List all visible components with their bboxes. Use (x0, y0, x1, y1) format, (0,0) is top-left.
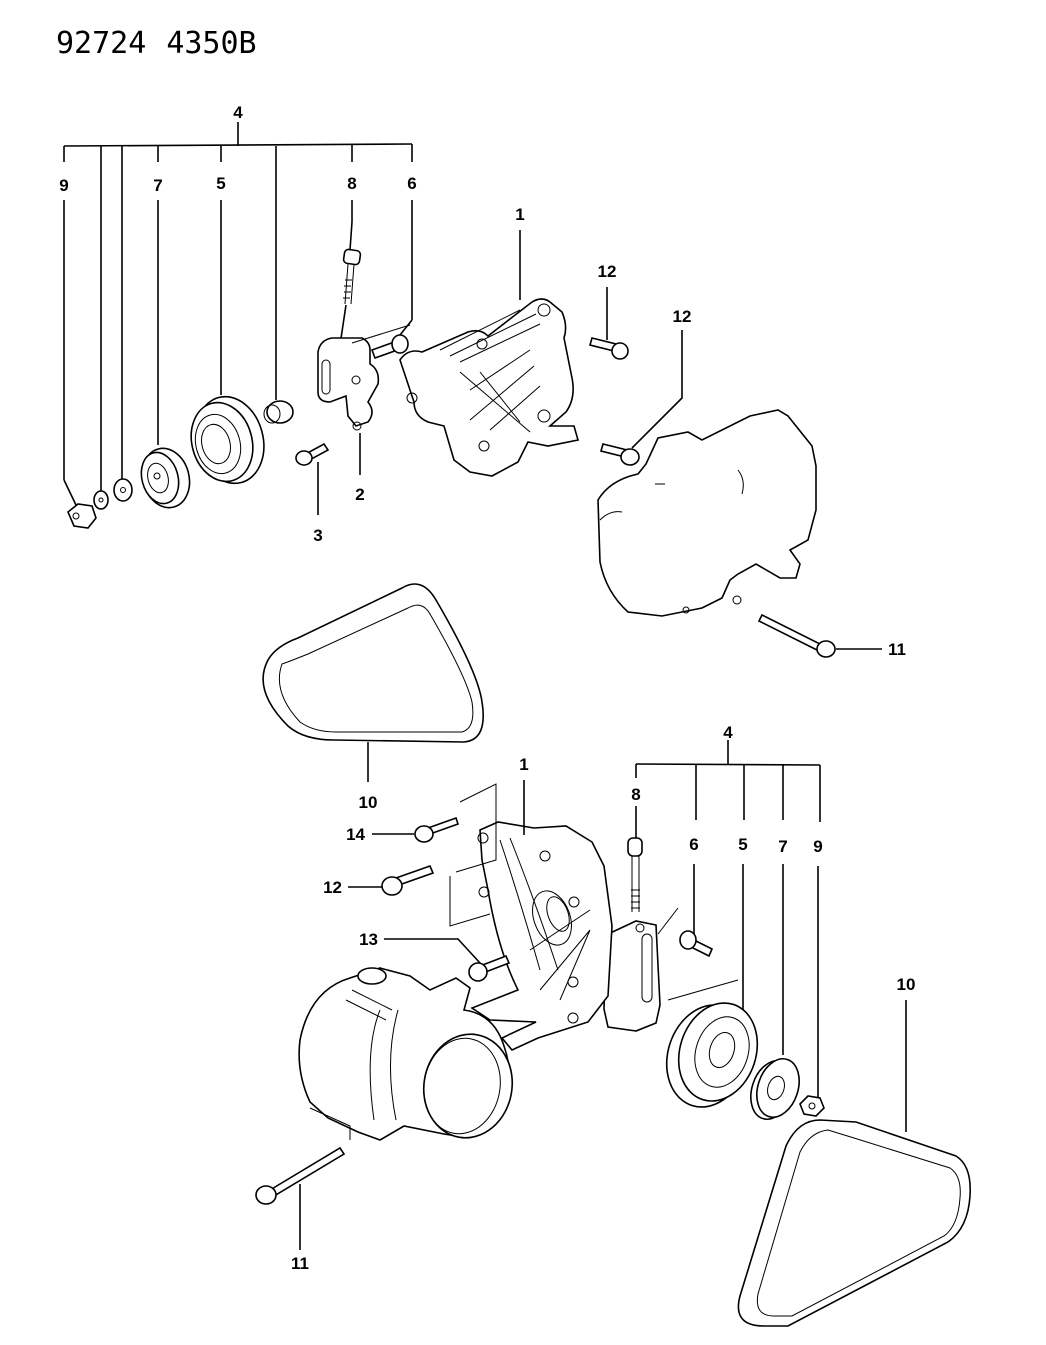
bolt-3-icon (295, 442, 330, 515)
tensioner-pulley-5-lower-icon (665, 1002, 759, 1108)
bolt-6-icon (370, 334, 409, 360)
nut-9-lower-icon (799, 1095, 825, 1117)
upper-callout-11: 11 (888, 640, 906, 659)
bolt-12b-icon (600, 330, 683, 466)
upper-callout-12a: 12 (598, 262, 617, 281)
bolt-12a-icon (589, 287, 629, 360)
upper-assembly: 4 9 7 5 8 6 (59, 103, 906, 812)
diagram-code: 92724 4350B (56, 26, 277, 61)
ac-compressor-lower-icon (298, 967, 514, 1141)
idler-pulley-7-icon (140, 447, 191, 509)
lower-callout-13: 13 (359, 930, 378, 949)
lower-group4-bracket (635, 740, 821, 1102)
upper-callout-6: 6 (407, 174, 416, 193)
upper-callout-7: 7 (153, 176, 162, 195)
bolt-12-lower-icon (348, 864, 435, 896)
upper-callout-8: 8 (347, 174, 356, 193)
bolt-11-lower-icon (255, 1146, 346, 1250)
diagram-code-right: 4350B (166, 26, 257, 61)
lower-assembly: 4 8 6 5 7 9 (255, 723, 972, 1327)
bolt-8-icon (339, 221, 362, 346)
lower-callout-5: 5 (738, 835, 747, 854)
upper-callout-1: 1 (515, 205, 524, 224)
compressor-bracket-1-lower-icon (449, 780, 613, 1051)
drive-belt-10-upper-icon (262, 583, 484, 782)
ac-compressor-icon (597, 409, 817, 617)
upper-callout-4: 4 (233, 103, 243, 122)
diagram-code-left: 92724 (56, 26, 147, 61)
upper-callout-9: 9 (59, 176, 68, 195)
lower-callout-1: 1 (519, 755, 528, 774)
washer-icon (93, 490, 109, 510)
compressor-bracket-1-icon (399, 230, 580, 477)
bolt-14-icon (372, 816, 460, 843)
lower-callout-7: 7 (778, 837, 787, 856)
upper-callout-10: 10 (359, 793, 378, 812)
lower-callout-14: 14 (346, 825, 365, 844)
collar-icon (263, 400, 294, 424)
lower-callout-10: 10 (897, 975, 916, 994)
bolt-13-icon (384, 938, 511, 982)
nut-9-icon (67, 503, 97, 529)
lower-callout-4: 4 (723, 723, 733, 742)
spacer-icon (113, 478, 133, 502)
lower-callout-9: 9 (813, 837, 822, 856)
lower-callout-12: 12 (323, 878, 342, 897)
lower-callout-6: 6 (689, 835, 698, 854)
upper-callout-3: 3 (313, 526, 322, 545)
upper-callout-12b: 12 (673, 307, 692, 326)
bolt-11-upper-icon (757, 613, 882, 658)
adjuster-bracket-2-icon (317, 324, 411, 475)
upper-callout-5: 5 (216, 174, 225, 193)
lower-callout-11: 11 (291, 1254, 309, 1273)
adjuster-block-icon (603, 920, 661, 1032)
upper-callout-2: 2 (355, 485, 364, 504)
bolt-6-lower-icon (657, 907, 739, 1001)
drive-belt-10-lower-icon (737, 1000, 972, 1327)
lower-callout-8: 8 (631, 785, 640, 804)
idler-pulley-7-lower-icon (750, 1058, 800, 1120)
bolt-8-lower-icon (627, 837, 643, 912)
tensioner-pulley-5-icon (190, 395, 265, 485)
